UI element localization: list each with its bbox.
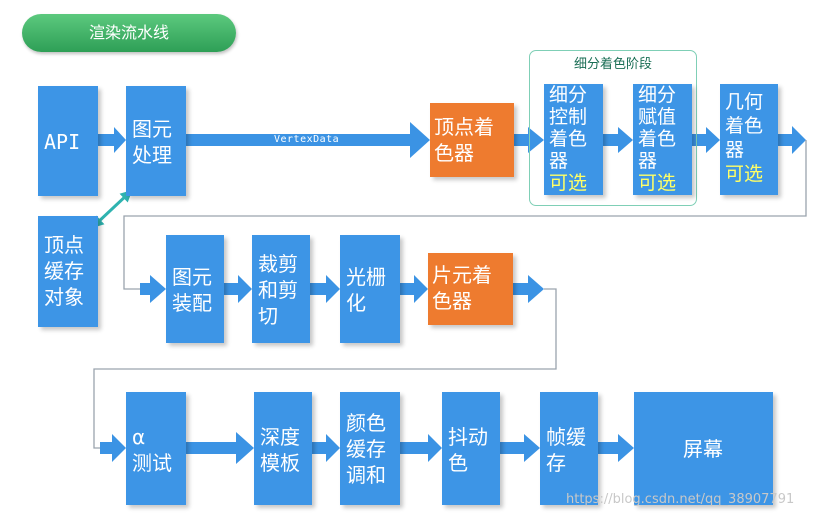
arrow-raster-fragment [400,275,428,303]
node-primitive-assembly: 图元 装配 [166,235,224,343]
node-tess-control-label: 细分 控制 着色 器 [549,84,588,172]
node-vertex-shader-label: 顶点着 色器 [434,115,494,165]
node-primitive-processing: 图元 处理 [126,86,186,196]
node-api-label: API [44,130,81,154]
arrow-api-primitive [98,127,126,153]
node-vertex-cache-label: 顶点 缓存 对象 [44,233,84,309]
arrow-to-assembly [140,275,166,303]
node-clipping: 裁剪 和剪 切 [252,235,310,343]
node-geometry-shader-optional: 可选 [725,163,764,185]
node-depth-stencil-label: 深度 模板 [260,425,300,475]
node-primitive-assembly-label: 图元 装配 [172,265,212,315]
node-alpha-test-label: α 测试 [132,425,172,475]
arrow-framebuffer-screen [598,434,634,462]
node-color-blend: 颜色 缓存 调和 [340,392,400,505]
node-geometry-shader-label: 几何 着色 器 [725,91,764,161]
node-vertex-shader: 顶点着 色器 [430,103,514,177]
node-dithering: 抖动 色 [442,392,500,505]
node-clipping-label: 裁剪 和剪 切 [258,252,298,328]
node-rasterization: 光栅 化 [340,235,400,343]
tessellation-group-label: 细分着色阶段 [573,57,652,72]
arrow-fragment-out [513,275,544,303]
arrow-depth-blend [312,434,340,462]
arrow-blend-dither [400,434,442,462]
arrow-dither-framebuffer [500,434,540,462]
arrow-tess-tess [603,127,633,153]
node-vertex-cache: 顶点 缓存 对象 [38,216,98,327]
arrow-vertexdata [186,122,430,158]
arrow-tess-geometry [692,127,720,153]
arrow-clipping-raster [310,275,340,303]
node-tess-evaluation: 细分 赋值 着色 器 可选 [633,84,692,195]
node-framebuffer-label: 帧缓 存 [546,425,586,475]
node-tess-evaluation-optional: 可选 [638,172,677,194]
node-depth-stencil: 深度 模板 [254,392,312,505]
arrow-assembly-clipping [224,275,252,303]
arrow-alpha-depth [186,432,254,464]
diagram-title: 渲染流水线 [22,14,236,52]
node-screen-label: 屏幕 [683,437,723,461]
node-rasterization-label: 光栅 化 [346,265,386,315]
node-dithering-label: 抖动 色 [448,425,488,475]
arrow-geometry-out [778,126,806,154]
node-framebuffer: 帧缓 存 [540,392,598,505]
node-primitive-processing-label: 图元 处理 [132,117,172,167]
node-tess-control-optional: 可选 [549,172,588,194]
node-api: API [38,86,98,196]
tessellation-stage-group: 细分着色阶段 [529,50,697,206]
node-tess-evaluation-label: 细分 赋值 着色 器 [638,84,677,172]
link-arrow-vertex-cache [91,189,133,229]
arrow-to-alpha [100,434,126,462]
node-alpha-test: α 测试 [126,392,186,505]
node-color-blend-label: 颜色 缓存 调和 [346,411,386,487]
node-screen: 屏幕 [634,392,773,505]
node-fragment-shader: 片元着 色器 [428,253,513,325]
node-geometry-shader: 几何 着色 器 可选 [720,84,778,195]
node-tess-control: 细分 控制 着色 器 可选 [544,84,603,195]
watermark: https://blog.csdn.net/qq_38907791 [566,492,795,507]
wrap-line-2 [93,288,557,449]
vertexdata-label: VertexData [274,134,340,145]
node-fragment-shader-label: 片元着 色器 [432,263,492,313]
